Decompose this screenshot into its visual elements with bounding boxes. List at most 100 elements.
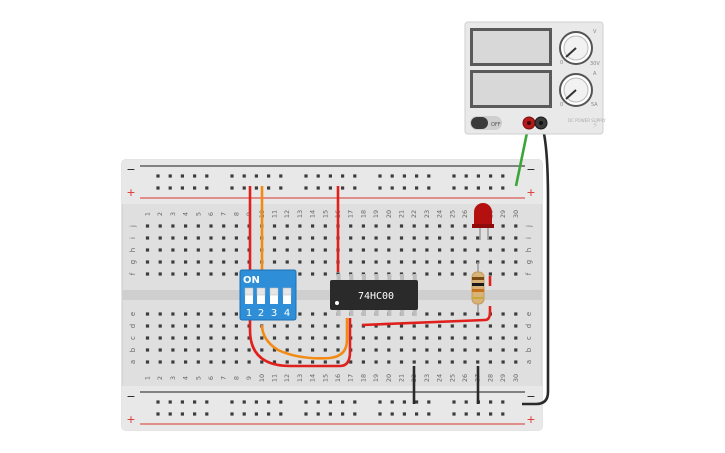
breadboard-hole[interactable]: [476, 360, 480, 364]
rail-hole[interactable]: [341, 400, 345, 404]
breadboard-hole[interactable]: [196, 336, 200, 340]
rail-hole[interactable]: [205, 186, 209, 190]
breadboard-hole[interactable]: [171, 336, 175, 340]
rail-hole[interactable]: [267, 174, 271, 178]
rail-hole[interactable]: [316, 400, 320, 404]
rail-hole[interactable]: [168, 174, 172, 178]
rail-hole[interactable]: [390, 412, 394, 416]
breadboard-hole[interactable]: [311, 236, 315, 240]
breadboard-hole[interactable]: [463, 336, 467, 340]
breadboard-hole[interactable]: [272, 348, 277, 352]
rail-hole[interactable]: [378, 174, 382, 178]
rail-hole[interactable]: [501, 174, 505, 178]
breadboard-hole[interactable]: [145, 324, 150, 328]
breadboard-hole[interactable]: [209, 248, 213, 252]
breadboard-hole[interactable]: [514, 272, 518, 276]
breadboard-hole[interactable]: [374, 324, 378, 328]
breadboard-hole[interactable]: [171, 260, 175, 264]
rail-hole[interactable]: [180, 186, 184, 190]
rail-hole[interactable]: [501, 186, 505, 190]
rail-hole[interactable]: [476, 174, 480, 178]
rail-hole[interactable]: [415, 186, 419, 190]
rail-hole[interactable]: [452, 400, 456, 404]
breadboard-hole[interactable]: [374, 260, 378, 264]
breadboard-hole[interactable]: [488, 348, 492, 352]
red-wire-output[interactable]: [361, 306, 492, 327]
breadboard-hole[interactable]: [247, 336, 251, 340]
breadboard-hole[interactable]: [450, 248, 454, 252]
rail-hole[interactable]: [304, 412, 308, 416]
rail-hole[interactable]: [180, 412, 184, 416]
breadboard-hole[interactable]: [158, 272, 162, 276]
breadboard-hole[interactable]: [488, 324, 492, 328]
breadboard-hole[interactable]: [349, 236, 353, 240]
breadboard-hole[interactable]: [501, 248, 505, 252]
breadboard-hole[interactable]: [196, 360, 200, 364]
rail-hole[interactable]: [267, 186, 271, 190]
breadboard-hole[interactable]: [196, 312, 200, 316]
rail-hole[interactable]: [205, 174, 209, 178]
breadboard-hole[interactable]: [260, 348, 264, 352]
breadboard-hole[interactable]: [285, 360, 289, 364]
breadboard-hole[interactable]: [145, 248, 150, 252]
rail-hole[interactable]: [156, 400, 160, 404]
breadboard-hole[interactable]: [476, 348, 480, 352]
breadboard-hole[interactable]: [222, 312, 226, 316]
rail-hole[interactable]: [156, 174, 160, 178]
breadboard-hole[interactable]: [209, 324, 213, 328]
breadboard-hole[interactable]: [399, 260, 404, 264]
breadboard-hole[interactable]: [222, 348, 226, 352]
breadboard-hole[interactable]: [450, 360, 454, 364]
breadboard-hole[interactable]: [361, 336, 365, 340]
breadboard-hole[interactable]: [298, 312, 302, 316]
breadboard-hole[interactable]: [222, 248, 226, 252]
red-led[interactable]: [472, 203, 494, 240]
breadboard-hole[interactable]: [387, 224, 391, 228]
rail-hole[interactable]: [476, 412, 480, 416]
rail-hole[interactable]: [402, 400, 406, 404]
breadboard-hole[interactable]: [184, 348, 188, 352]
breadboard-hole[interactable]: [145, 236, 150, 240]
breadboard-hole[interactable]: [184, 224, 188, 228]
breadboard-hole[interactable]: [234, 312, 238, 316]
breadboard-hole[interactable]: [158, 360, 162, 364]
breadboard-hole[interactable]: [311, 272, 315, 276]
breadboard-hole[interactable]: [463, 236, 467, 240]
breadboard-hole[interactable]: [399, 336, 404, 340]
breadboard-hole[interactable]: [349, 248, 353, 252]
power-supply[interactable]: V 30V 0 A 5A 0 OFF DC POWER SUPPLY ⚡: [464, 21, 606, 135]
rail-hole[interactable]: [328, 412, 332, 416]
breadboard-hole[interactable]: [387, 348, 391, 352]
breadboard-hole[interactable]: [412, 360, 416, 364]
breadboard-hole[interactable]: [438, 360, 442, 364]
breadboard-hole[interactable]: [272, 236, 277, 240]
breadboard-hole[interactable]: [463, 224, 467, 228]
dip-toggle-slot[interactable]: [257, 288, 265, 304]
breadboard-hole[interactable]: [209, 236, 213, 240]
breadboard-hole[interactable]: [399, 348, 404, 352]
breadboard-hole[interactable]: [158, 224, 162, 228]
breadboard-hole[interactable]: [158, 260, 162, 264]
rail-hole[interactable]: [452, 174, 456, 178]
ic-chip-74hc00[interactable]: 74HC00: [330, 274, 418, 316]
breadboard-hole[interactable]: [501, 360, 505, 364]
breadboard-hole[interactable]: [438, 236, 442, 240]
rail-hole[interactable]: [193, 174, 197, 178]
breadboard-hole[interactable]: [260, 336, 264, 340]
rail-hole[interactable]: [390, 174, 394, 178]
breadboard-hole[interactable]: [374, 248, 378, 252]
rail-hole[interactable]: [304, 174, 308, 178]
rail-hole[interactable]: [316, 186, 320, 190]
breadboard-hole[interactable]: [285, 224, 289, 228]
breadboard-hole[interactable]: [438, 260, 442, 264]
breadboard-hole[interactable]: [501, 224, 505, 228]
breadboard-hole[interactable]: [184, 324, 188, 328]
breadboard-hole[interactable]: [425, 260, 429, 264]
rail-hole[interactable]: [452, 412, 456, 416]
breadboard-hole[interactable]: [234, 248, 238, 252]
rail-hole[interactable]: [452, 186, 456, 190]
breadboard-hole[interactable]: [272, 260, 277, 264]
breadboard-hole[interactable]: [412, 348, 416, 352]
rail-hole[interactable]: [205, 400, 209, 404]
breadboard-hole[interactable]: [501, 336, 505, 340]
